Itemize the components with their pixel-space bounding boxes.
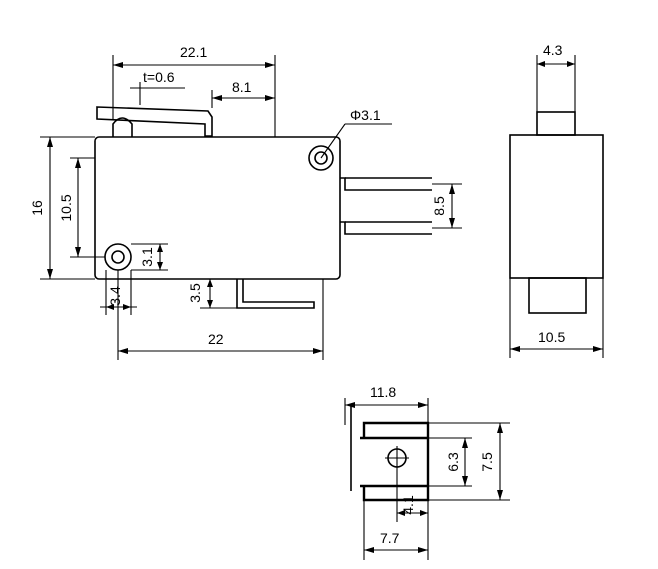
actuator-lever [96, 106, 213, 137]
terminal-no [340, 221, 432, 235]
mount-hole-bottom [104, 243, 132, 271]
dim-22: 22 [208, 331, 224, 347]
dim-8-1: 8.1 [232, 79, 252, 95]
terminal-bottom [236, 279, 315, 309]
dim-8-5: 8.5 [431, 196, 447, 216]
side-dimensions: 4.3 10.5 [509, 42, 604, 358]
dim-4-1: 4.1 [400, 495, 416, 515]
dim-7-7: 7.7 [380, 530, 400, 546]
dim-phi-3-1: Φ3.1 [350, 107, 381, 123]
dim-7-5: 7.5 [479, 452, 495, 472]
plunger-button [112, 117, 133, 137]
terminal-outline [362, 421, 430, 502]
dim-10-5: 10.5 [58, 194, 74, 221]
dim-t-0-6: t=0.6 [143, 69, 175, 85]
dim-4-3: 4.3 [543, 42, 563, 58]
side-plunger [536, 111, 576, 136]
dim-3-1: 3.1 [139, 247, 155, 267]
dim-3-4: 3.4 [107, 286, 123, 306]
dim-6-3: 6.3 [445, 452, 461, 472]
side-terminal [528, 277, 587, 314]
side-view [509, 111, 604, 314]
dim-3-5: 3.5 [187, 283, 203, 303]
front-dimensions: 22.1 t=0.6 8.1 Φ3.1 16 10.5 [29, 44, 462, 360]
dim-side-10-5: 10.5 [538, 329, 565, 345]
dim-11-8: 11.8 [370, 384, 396, 400]
terminal-common [340, 177, 432, 191]
side-body [509, 134, 604, 279]
terminal-dimensions: 11.8 6.3 7.5 4.1 7.7 [344, 384, 510, 560]
dim-16: 16 [29, 200, 45, 216]
dim-22-1: 22.1 [180, 44, 207, 60]
front-view [94, 106, 432, 309]
terminal-view [350, 405, 430, 502]
mount-hole-top [308, 145, 334, 171]
